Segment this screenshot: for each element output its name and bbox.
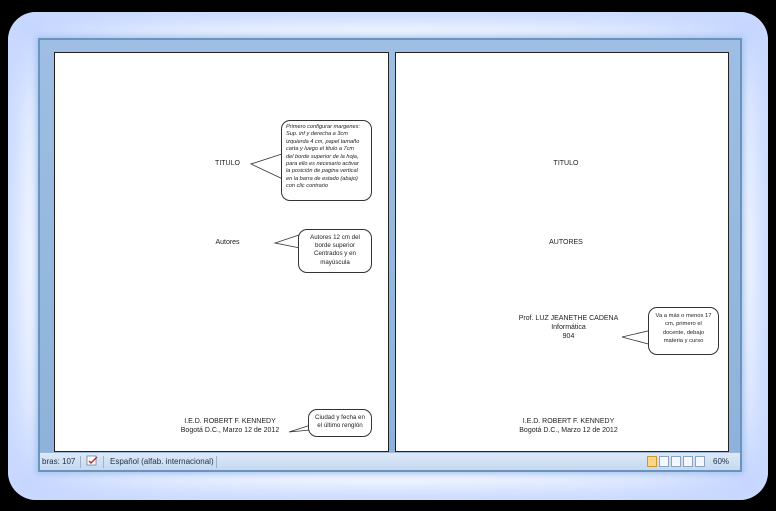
language-indicator[interactable]: Español (alfab. internacional)	[110, 457, 214, 466]
page2-school-name: I.E.D. ROBERT F. KENNEDY	[522, 418, 615, 425]
document-page-2[interactable]: TITULO AUTORES Prof. LUZ JEANETHE CADENA…	[395, 52, 729, 452]
callout-line: Autores 12 cm del	[310, 234, 360, 241]
callout-authors-note: Autores 12 cm del borde superior Centrad…	[298, 229, 372, 273]
callout-line: carta y luego el titulo a 7cm	[286, 146, 355, 153]
callout-line: la posición de pagina vertical	[286, 168, 358, 175]
spellcheck-icon[interactable]	[86, 455, 100, 469]
word-count[interactable]: bras: 107	[42, 457, 76, 466]
status-divider	[216, 456, 217, 468]
callout-margins-note: Primero configurar margenes: Sup. inf y …	[281, 120, 372, 201]
print-layout-view-button[interactable]	[647, 456, 657, 467]
callout-line: Primero configurar margenes:	[286, 124, 360, 130]
callout-line: Sup. inf y derecha a 3cm	[286, 131, 348, 138]
page1-city-date: Bogotá D.C., Marzo 12 de 2012	[180, 427, 280, 434]
callout-line: mayúscula	[320, 258, 350, 266]
callout-teacher-note: Va a más o menos 17 cm, primero el docen…	[648, 307, 719, 355]
callout-date-note: Ciudad y fecha en el último renglón	[308, 409, 372, 437]
callout-line: Ciudad y fecha en	[315, 414, 365, 421]
document-page-1[interactable]: TITULO Autores I.E.D. ROBERT F. KENNEDY …	[54, 52, 389, 452]
status-divider	[103, 456, 104, 468]
callout-line: Centrados y en	[314, 250, 356, 258]
callout-line: con clic contrario	[286, 183, 328, 190]
draft-view-button[interactable]	[695, 456, 705, 467]
page2-title: TITULO	[553, 160, 579, 167]
status-divider	[80, 456, 81, 468]
page2-authors: AUTORES	[549, 239, 583, 246]
callout-line: cm, primero el	[665, 321, 702, 328]
page1-authors: Autores	[215, 239, 240, 246]
outline-view-button[interactable]	[683, 456, 693, 467]
callout-line: Va a más o menos 17	[655, 313, 712, 319]
callout-line: materia y curso	[663, 338, 704, 345]
callout-line: docente, debajo	[662, 329, 705, 336]
page2-subject: Informática	[551, 324, 586, 331]
callout-tails-page2	[621, 329, 653, 346]
document-area[interactable]: TITULO Autores I.E.D. ROBERT F. KENNEDY …	[40, 40, 740, 452]
page2-city-date: Bogotá D.C., Marzo 12 de 2012	[519, 427, 618, 434]
page2-teacher-name: Prof. LUZ JEANETHE CADENA	[518, 315, 619, 322]
callout-line: izquierda 4 cm, papel tamaño	[286, 138, 360, 145]
status-bar: bras: 107 Español (alfab. internacional)…	[40, 452, 740, 470]
callout-line: para ello es necesario activar	[286, 161, 359, 168]
page2-course: 904	[562, 333, 575, 340]
zoom-level[interactable]: 60%	[713, 457, 730, 466]
callout-line: borde superior	[315, 242, 355, 250]
page1-title: TITULO	[215, 160, 240, 167]
callout-tails-page1	[249, 152, 312, 433]
callout-line: del borde superior de la hoja,	[286, 153, 359, 160]
page1-school-name: I.E.D. ROBERT F. KENNEDY	[184, 418, 276, 425]
word-document-window: TITULO Autores I.E.D. ROBERT F. KENNEDY …	[38, 38, 742, 472]
callout-line: en la barra de estado (abajo)	[286, 175, 358, 182]
callout-line: el último renglón	[317, 422, 363, 430]
full-screen-reading-view-button[interactable]	[659, 456, 669, 467]
web-layout-view-button[interactable]	[671, 456, 681, 467]
